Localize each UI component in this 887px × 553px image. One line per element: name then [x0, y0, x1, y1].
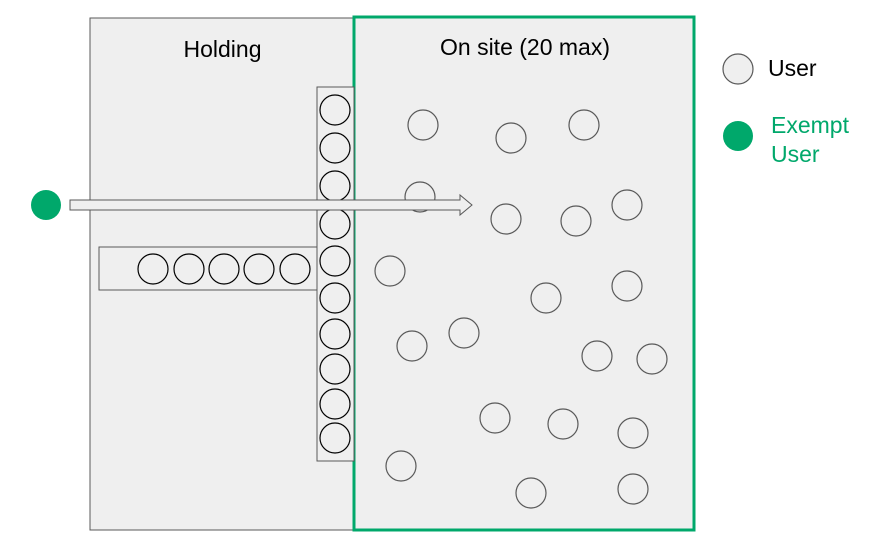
queued-user [319, 282, 351, 314]
on-site-user [396, 330, 428, 362]
legend [722, 53, 754, 151]
on-site-user [374, 255, 406, 287]
queued-user [319, 208, 351, 240]
queued-user [319, 132, 351, 164]
on-site-user [581, 340, 613, 372]
on-site-user [495, 122, 527, 154]
on-site-user [636, 343, 668, 375]
horizontal-queue [98, 246, 318, 291]
on-site-user [611, 189, 643, 221]
legend-exempt-label-line1: Exempt [771, 112, 849, 138]
on-site-user [407, 109, 439, 141]
vertical-queue [316, 86, 355, 462]
on-site-user [611, 270, 643, 302]
on-site-user [568, 109, 600, 141]
legend-exempt-icon [723, 121, 753, 151]
on-site-user [515, 477, 547, 509]
queued-user [319, 170, 351, 202]
queued-user [319, 353, 351, 385]
queued-user [319, 318, 351, 350]
on-site-user [479, 402, 511, 434]
legend-exempt-label: Exempt User [771, 111, 849, 169]
on-site-user [617, 473, 649, 505]
exempt-bypass-arrow [69, 193, 473, 217]
exempt-user [31, 190, 61, 220]
holding-title: Holding [183, 36, 262, 62]
legend-user-label: User [768, 55, 817, 81]
on-site-user [617, 417, 649, 449]
on-site-user [547, 408, 579, 440]
on-site-user [385, 450, 417, 482]
queued-user [319, 94, 351, 126]
bypass-arrow-shape [69, 193, 473, 217]
on-site-title: On site (20 max) [440, 34, 610, 60]
on-site-user [530, 282, 562, 314]
on-site-user [448, 317, 480, 349]
on-site-user [490, 203, 522, 235]
queued-user [173, 253, 205, 285]
on-site-user [560, 205, 592, 237]
queued-user [279, 253, 311, 285]
on-site-users [374, 109, 668, 509]
legend-user-icon [722, 53, 754, 85]
queued-user [137, 253, 169, 285]
queued-user [208, 253, 240, 285]
legend-exempt-label-line2: User [771, 141, 820, 167]
queued-user [243, 253, 275, 285]
queued-user [319, 388, 351, 420]
queued-user [319, 245, 351, 277]
queued-user [319, 422, 351, 454]
